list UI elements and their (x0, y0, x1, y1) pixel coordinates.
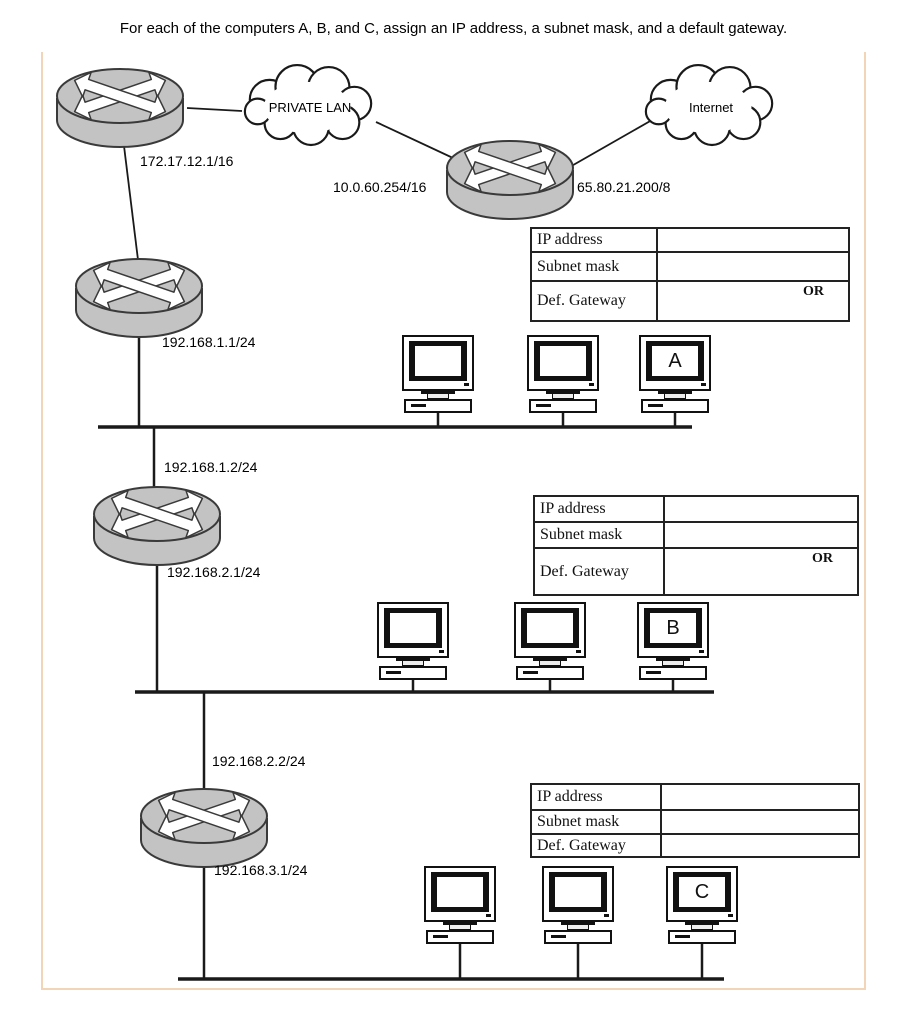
internet-cloud-icon: Internet (637, 60, 785, 154)
row-label-subnet-mask: Subnet mask (530, 809, 662, 835)
answer-cell-subnet-mask-b (663, 521, 859, 549)
computer-icon-c: C (666, 866, 738, 944)
answer-cell-ip-address-a (656, 227, 850, 253)
router2-icon (444, 138, 576, 222)
power-led (728, 914, 733, 917)
power-led (589, 383, 594, 386)
ip-label-router4-lan: 192.168.2.1/24 (167, 564, 261, 580)
ip-label-router2-private: 10.0.60.254/16 (333, 179, 427, 195)
computer-icon-3 (377, 602, 449, 680)
answer-cell-ip-address-c (660, 783, 860, 811)
computer-icon-b: B (637, 602, 709, 680)
answer-cell-def-gateway-c (660, 833, 860, 858)
link-router1-router3 (123, 145, 140, 269)
private-lan-cloud-icon: PRIVATE LAN (236, 60, 384, 154)
computer-a-label: A (668, 349, 682, 372)
power-led (604, 914, 609, 917)
row-label-subnet-mask: Subnet mask (533, 521, 665, 549)
ip-label-router1-lan: 172.17.12.1/16 (140, 153, 234, 169)
answer-table-host-b: IP address Subnet mask Def. Gateway OR (533, 495, 859, 596)
computer-c-label: C (694, 880, 710, 903)
router4-icon (91, 484, 223, 568)
computer-icon-4 (514, 602, 586, 680)
row-label-ip-address: IP address (530, 227, 658, 253)
row-label-ip-address: IP address (530, 783, 662, 811)
power-led (486, 914, 491, 917)
ip-label-router3-uplink: 192.168.1.1/24 (162, 334, 256, 350)
router1-icon (54, 66, 186, 150)
computer-icon-6 (542, 866, 614, 944)
computer-icon-2 (527, 335, 599, 413)
answer-cell-def-gateway-b: OR (663, 547, 859, 596)
or-label-b: OR (812, 551, 833, 566)
row-label-def-gateway: Def. Gateway (530, 833, 662, 858)
computer-icon-a: A (639, 335, 711, 413)
computer-icon-5 (424, 866, 496, 944)
answer-table-host-c: IP address Subnet mask Def. Gateway (530, 783, 860, 858)
row-label-def-gateway: Def. Gateway (530, 280, 658, 322)
power-led (464, 383, 469, 386)
ip-label-router4-uplink: 192.168.1.2/24 (164, 459, 258, 475)
internet-label: Internet (688, 99, 734, 115)
link-router1-privatelan (186, 107, 243, 112)
power-led (576, 650, 581, 653)
row-label-def-gateway: Def. Gateway (533, 547, 665, 596)
row-label-ip-address: IP address (533, 495, 665, 523)
row-label-subnet-mask: Subnet mask (530, 251, 658, 282)
answer-cell-subnet-mask-c (660, 809, 860, 835)
answer-cell-subnet-mask-a (656, 251, 850, 282)
link-router2-internet (567, 119, 653, 169)
answer-cell-ip-address-b (663, 495, 859, 523)
power-led (699, 650, 704, 653)
computer-icon-1 (402, 335, 474, 413)
router3-icon (73, 256, 205, 340)
or-label-a: OR (803, 284, 824, 299)
power-led (439, 650, 444, 653)
ip-label-router5-lan: 192.168.3.1/24 (214, 862, 308, 878)
private-lan-label: PRIVATE LAN (268, 99, 352, 115)
page-title: For each of the computers A, B, and C, a… (119, 20, 788, 37)
power-led (701, 383, 706, 386)
answer-cell-def-gateway-a: OR (656, 280, 850, 322)
ip-label-router2-internet: 65.80.21.200/8 (577, 179, 671, 195)
router5-icon (138, 786, 270, 870)
ip-label-router5-uplink: 192.168.2.2/24 (212, 753, 306, 769)
computer-b-label: B (666, 616, 680, 639)
answer-table-host-a: IP address Subnet mask Def. Gateway OR (530, 227, 850, 322)
